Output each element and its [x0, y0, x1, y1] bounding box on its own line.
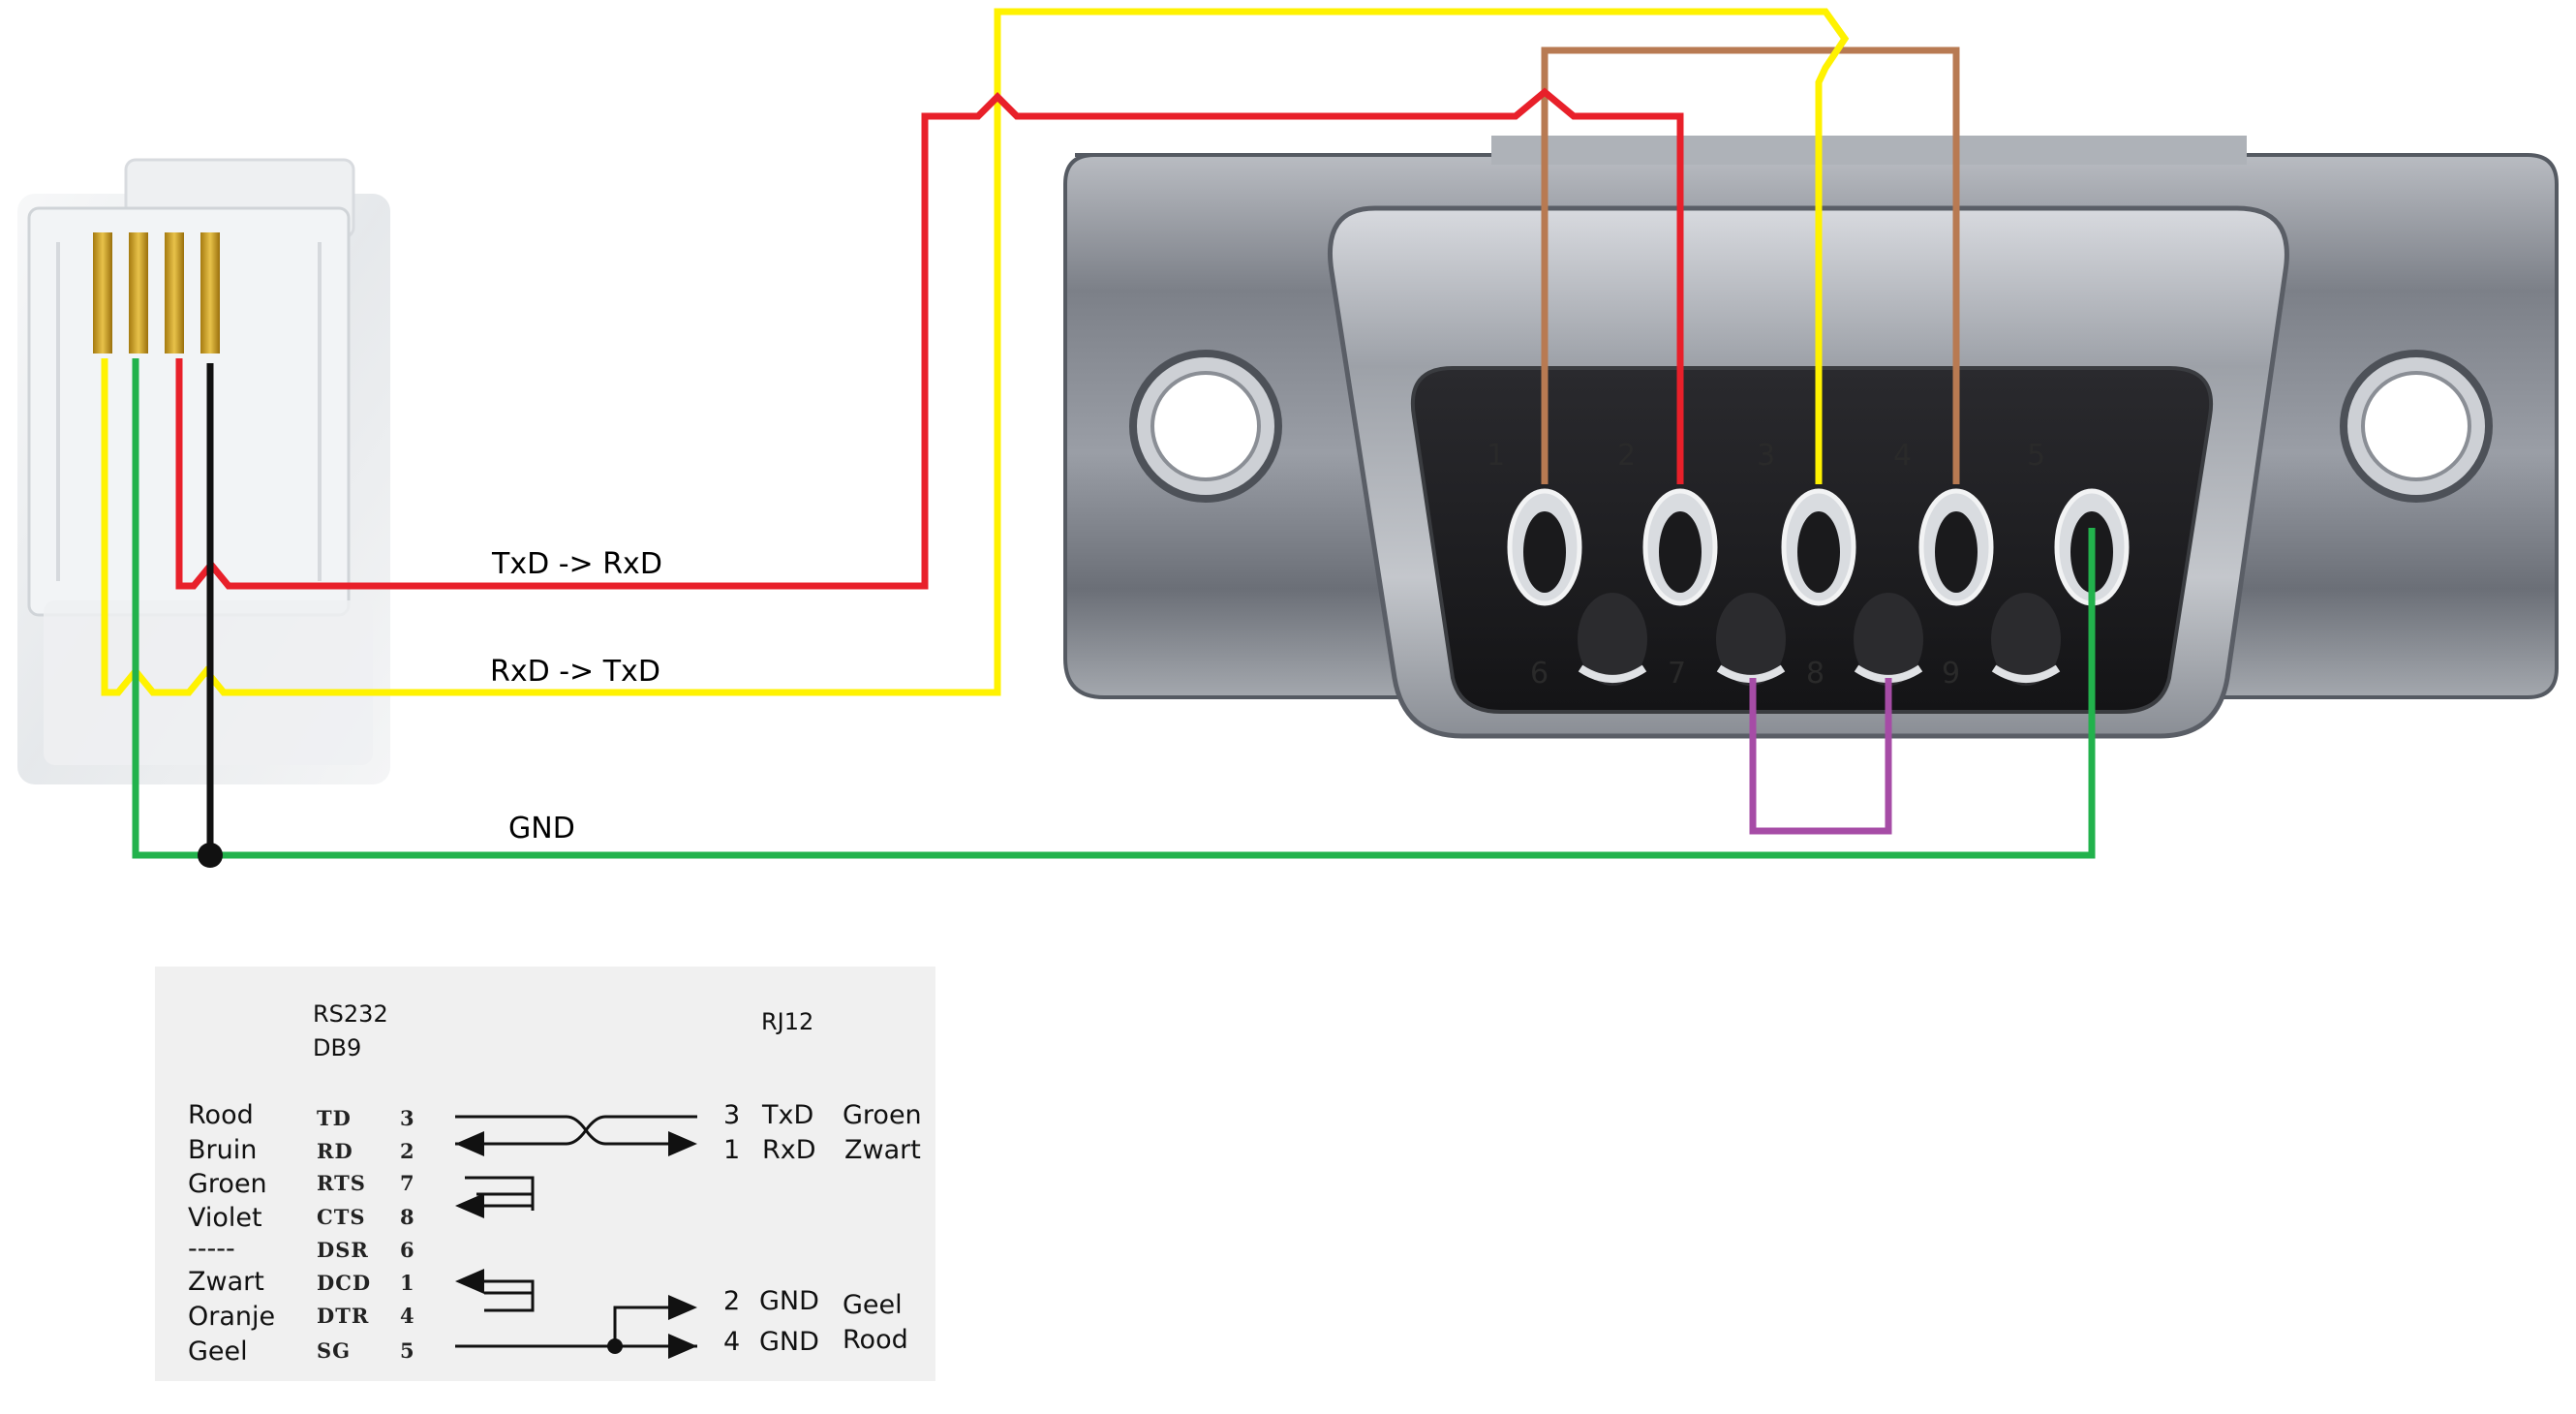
wire-yellow-rxd-txd — [101, 8, 1850, 696]
row-color-2: Bruin — [188, 1135, 257, 1165]
row-pin-5: 6 — [400, 1238, 415, 1262]
row-signal-8: SG — [317, 1338, 351, 1363]
table-connection-arrows — [455, 1115, 697, 1359]
rj12-pin-4: 4 — [723, 1327, 740, 1357]
row-color-4: Violet — [188, 1203, 262, 1233]
row-pin-7: 4 — [400, 1304, 415, 1328]
row-pin-8: 5 — [400, 1338, 415, 1363]
pin-number-6: 6 — [1530, 657, 1549, 691]
wire-brown-pin1-pin4 — [1541, 46, 1960, 484]
row-color-1: Rood — [188, 1100, 254, 1130]
row-signal-6: DCD — [317, 1271, 371, 1295]
db9-socket-3 — [1781, 488, 1856, 606]
rj12-pin-2: 1 — [723, 1135, 740, 1165]
row-color-5: ----- — [188, 1234, 235, 1264]
db9-socket-9 — [1991, 593, 2061, 686]
wire-green-gnd — [132, 358, 2096, 859]
row-signal-4: CTS — [317, 1205, 366, 1229]
pin-number-4: 4 — [1893, 439, 1912, 473]
wire-purple-pin7-pin8 — [1749, 678, 1892, 835]
db9-socket-6 — [1578, 593, 1647, 686]
rj12-signal-3: GND — [759, 1286, 819, 1316]
rj12-color-1: Groen — [843, 1100, 922, 1130]
rj12-pin-3: 2 — [723, 1286, 740, 1316]
rj12-color-4: Rood — [843, 1325, 908, 1355]
pin-number-5: 5 — [2027, 439, 2045, 473]
row-pin-6: 1 — [400, 1271, 415, 1295]
label-rxd-txd: RxD -> TxD — [490, 655, 660, 689]
rj12-signal-2: RxD — [762, 1135, 816, 1165]
label-gnd: GND — [508, 812, 575, 845]
row-color-8: Geel — [188, 1337, 248, 1367]
rj12-pin-1: 3 — [723, 1100, 740, 1130]
db9-connector: 1 2 3 4 5 6 7 8 9 — [1063, 136, 2559, 739]
table-db9-rows: Rood TD 3 Bruin RD 2 Groen RTS 7 Violet … — [188, 1100, 415, 1367]
db9-socket-4 — [1918, 488, 1994, 606]
rj12-plug — [17, 158, 390, 784]
rj12-signal-1: TxD — [761, 1100, 813, 1130]
db9-pin-numbers: 1 2 3 4 5 6 7 8 9 — [1487, 439, 2045, 691]
table-header-db9: DB9 — [313, 1034, 361, 1061]
rj12-color-3: Geel — [843, 1290, 903, 1320]
db9-socket-8 — [1854, 593, 1923, 686]
row-pin-3: 7 — [400, 1171, 415, 1195]
row-signal-2: RD — [317, 1139, 353, 1163]
pinout-table-background — [155, 967, 935, 1381]
gnd-junction-dot — [198, 843, 223, 868]
row-pin-1: 3 — [400, 1106, 415, 1130]
row-signal-1: TD — [317, 1106, 352, 1130]
pin-number-9: 9 — [1942, 657, 1960, 691]
row-pin-2: 2 — [400, 1139, 415, 1163]
db9-top-sockets — [1507, 488, 2130, 606]
pin-number-8: 8 — [1806, 657, 1825, 691]
pin-number-3: 3 — [1757, 439, 1775, 473]
db9-socket-2 — [1642, 488, 1718, 606]
row-signal-5: DSR — [317, 1238, 369, 1262]
pin-number-7: 7 — [1668, 657, 1686, 691]
table-header-rs232: RS232 — [313, 1000, 388, 1028]
pinout-table: RS232 DB9 RJ12 Rood TD 3 Bruin RD 2 Groe… — [155, 967, 935, 1381]
rj12-color-2: Zwart — [844, 1135, 921, 1165]
row-signal-3: RTS — [317, 1171, 366, 1195]
db9-socket-7 — [1716, 593, 1786, 686]
pin-number-1: 1 — [1487, 439, 1505, 473]
row-pin-4: 8 — [400, 1205, 415, 1229]
db9-bottom-sockets — [1578, 593, 2061, 686]
table-header-rj12: RJ12 — [761, 1008, 813, 1035]
db9-socket-1 — [1507, 488, 1582, 606]
rj12-contacts — [93, 232, 220, 354]
db9-mount-hole-right — [2340, 350, 2493, 503]
row-color-6: Zwart — [188, 1267, 264, 1297]
wires — [101, 8, 2096, 868]
row-signal-7: DTR — [317, 1304, 369, 1328]
pin-number-2: 2 — [1617, 439, 1636, 473]
table-rj12-rows: 3 TxD Groen 1 RxD Zwart 2 GND Geel 4 GND… — [723, 1100, 922, 1357]
row-color-7: Oranje — [188, 1302, 275, 1332]
rj12-signal-4: GND — [759, 1327, 819, 1357]
row-color-3: Groen — [188, 1169, 267, 1199]
db9-mount-hole-left — [1129, 350, 1282, 503]
wire-red-txd-rxd — [175, 87, 1684, 590]
label-txd-rxd: TxD -> RxD — [491, 547, 662, 581]
